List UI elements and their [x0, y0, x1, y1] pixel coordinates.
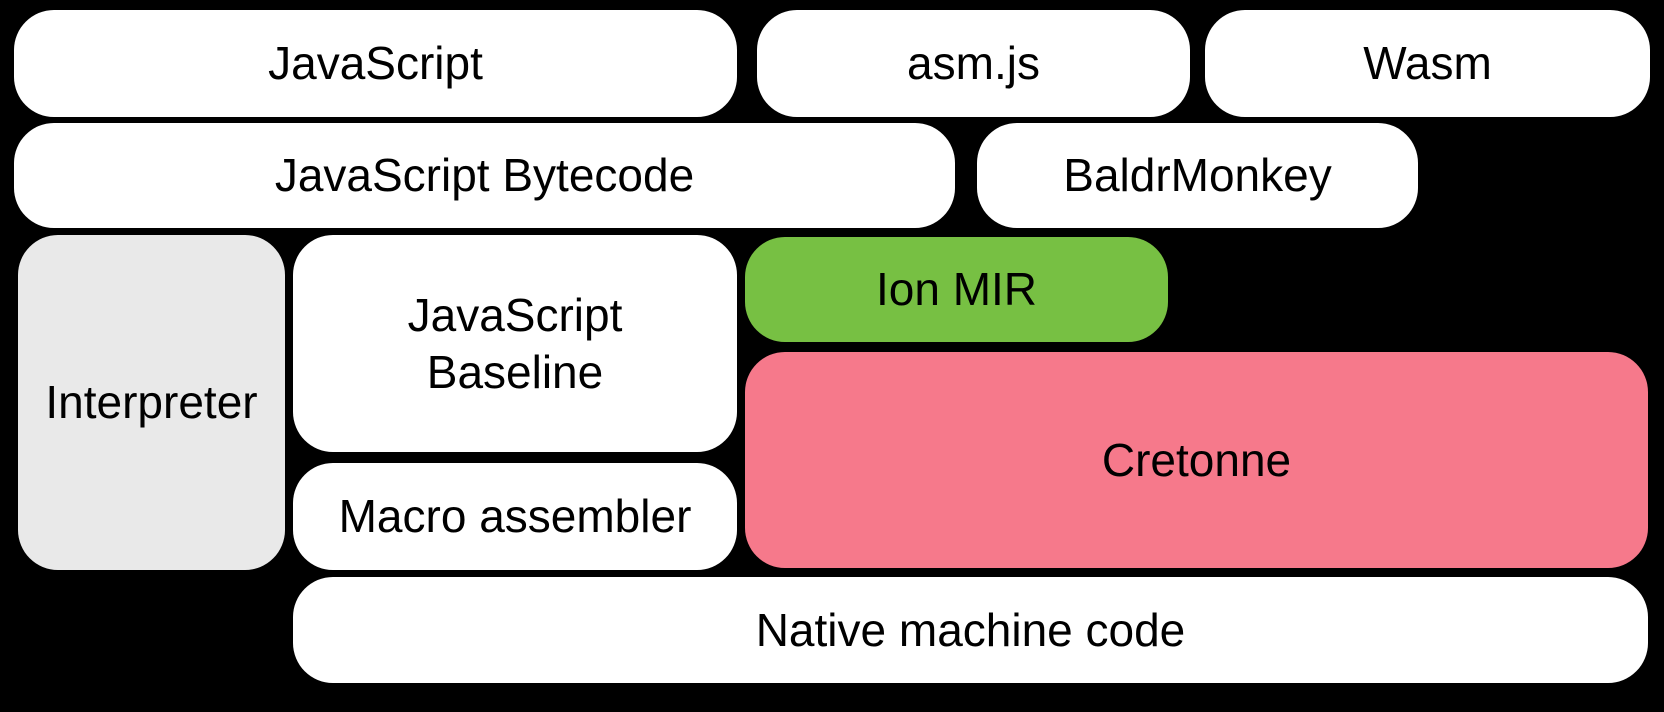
box-javascript-label: JavaScript	[268, 37, 483, 90]
box-ion-mir-label: Ion MIR	[875, 263, 1038, 316]
box-wasm-label: Wasm	[1363, 37, 1492, 90]
box-javascript: JavaScript	[14, 10, 737, 117]
box-javascript-bytecode: JavaScript Bytecode	[14, 123, 955, 228]
box-cretonne: Cretonne	[745, 352, 1648, 568]
box-asmjs-label: asm.js	[907, 37, 1040, 90]
box-native-machine-code-label: Native machine code	[755, 603, 1186, 656]
box-macro-assembler: Macro assembler	[293, 463, 737, 570]
box-asmjs: asm.js	[757, 10, 1190, 117]
box-interpreter: Interpreter	[18, 235, 285, 570]
box-baldrmonkey-label: BaldrMonkey	[1063, 149, 1332, 202]
box-macro-assembler-label: Macro assembler	[338, 490, 692, 543]
box-javascript-bytecode-label: JavaScript Bytecode	[274, 149, 695, 202]
box-wasm: Wasm	[1205, 10, 1650, 117]
box-javascript-baseline: JavaScript Baseline	[293, 235, 737, 452]
box-native-machine-code: Native machine code	[293, 577, 1648, 683]
box-javascript-baseline-label: JavaScript Baseline	[407, 289, 623, 398]
box-ion-mir: Ion MIR	[745, 237, 1168, 342]
box-interpreter-label: Interpreter	[45, 376, 258, 429]
box-cretonne-label: Cretonne	[1101, 433, 1292, 486]
box-baldrmonkey: BaldrMonkey	[977, 123, 1418, 228]
